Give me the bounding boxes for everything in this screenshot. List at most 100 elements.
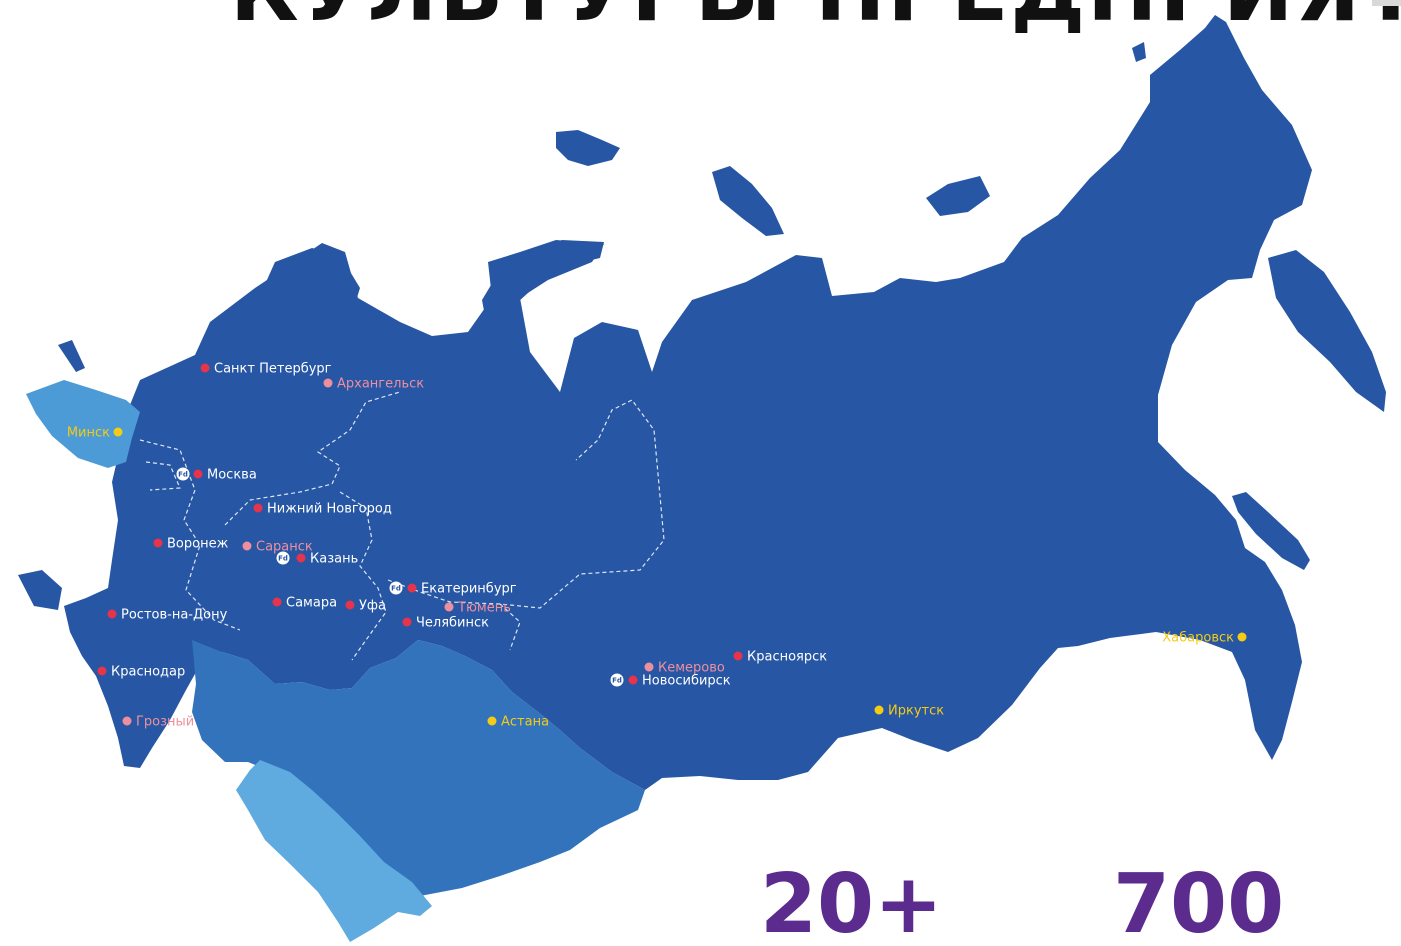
region-wrangel <box>1132 42 1146 62</box>
city-label: Минск <box>67 426 110 441</box>
city-marker: Новосибирск Fd <box>610 673 731 689</box>
city-dot <box>122 716 132 726</box>
fd-badge-label: Fd <box>612 677 622 685</box>
city-marker: Минск <box>67 426 123 441</box>
city-marker: Красноярск <box>733 650 827 665</box>
fd-badge-icon <box>276 551 290 565</box>
fd-badge-icon <box>176 467 190 481</box>
region-new-siberian <box>926 176 990 216</box>
city-label: Красноярск <box>747 650 827 665</box>
city-label: Челябинск <box>416 616 489 631</box>
city-marker: Екатеринбург Fd <box>389 581 517 597</box>
city-marker: Челябинск <box>402 616 489 631</box>
region-franz-josef <box>556 130 620 166</box>
city-dot <box>628 675 638 685</box>
border-line <box>387 399 665 609</box>
city-dot <box>253 503 263 513</box>
city-dot <box>200 363 210 373</box>
city-marker: Казань Fd <box>276 551 358 567</box>
region-crimea <box>18 570 62 610</box>
city-label: Новосибирск <box>642 674 731 689</box>
city-dot <box>733 651 743 661</box>
city-dot <box>1237 632 1247 642</box>
stat-value-2: 700 <box>1113 857 1285 946</box>
region-kazakhstan <box>192 640 645 896</box>
region-kola <box>258 248 360 330</box>
city-marker: Москва Fd <box>176 467 257 483</box>
border-line <box>339 491 387 661</box>
city-dot <box>487 716 497 726</box>
region-belarus <box>26 380 140 468</box>
city-label: Астана <box>501 715 549 730</box>
city-label: Саранск <box>256 540 313 555</box>
city-dot <box>407 583 417 593</box>
city-label: Архангельск <box>337 377 424 392</box>
fd-badge-label: Fd <box>278 555 288 563</box>
city-marker: Астана <box>487 715 549 730</box>
city-dot <box>272 597 282 607</box>
city-label: Самара <box>286 596 337 611</box>
fd-badge-label: Fd <box>391 585 401 593</box>
region-sakhalin <box>1232 492 1310 570</box>
city-marker: Нижний Новгород <box>253 502 392 517</box>
city-dot <box>644 662 654 672</box>
city-dot <box>107 609 117 619</box>
region-uzbekistan <box>236 760 432 942</box>
city-dot <box>345 600 355 610</box>
stat-value-1: 20+ <box>760 857 943 946</box>
city-label: Кемерово <box>658 661 725 676</box>
city-marker: Грозный <box>122 715 194 730</box>
city-dot <box>113 427 123 437</box>
city-dot <box>296 553 306 563</box>
border-line <box>139 439 241 631</box>
border-line <box>224 391 401 526</box>
corner-decoration <box>1372 0 1401 6</box>
city-label: Ростов-на-Дону <box>121 608 228 623</box>
border-line <box>499 603 521 651</box>
city-layer: Санкт ПетербургАрхангельскМинскМоскваFdН… <box>67 362 1247 730</box>
city-label: Тюмень <box>457 601 511 616</box>
city-marker: Краснодар <box>97 665 185 680</box>
city-dot <box>193 469 203 479</box>
fd-badge-icon <box>610 673 624 687</box>
border-line <box>145 461 181 491</box>
city-dot <box>153 538 163 548</box>
city-dot <box>97 666 107 676</box>
city-label: Санкт Петербург <box>214 362 332 377</box>
city-dot <box>323 378 333 388</box>
city-marker: Самара <box>272 596 337 611</box>
city-label: Грозный <box>136 715 194 730</box>
fd-badge-label: Fd <box>178 471 188 479</box>
city-marker: Саранск <box>242 540 313 555</box>
city-label: Иркутск <box>888 704 944 719</box>
city-label: Уфа <box>359 599 386 614</box>
city-label: Краснодар <box>111 665 185 680</box>
fd-badge-icon <box>389 581 403 595</box>
city-label: Москва <box>207 468 257 483</box>
city-dot <box>444 602 454 612</box>
city-marker: Иркутск <box>874 704 944 719</box>
city-dot <box>402 617 412 627</box>
city-marker: Воронеж <box>153 537 229 552</box>
city-marker: Кемерово <box>644 661 725 676</box>
city-marker: Уфа <box>345 599 386 614</box>
city-dot <box>874 705 884 715</box>
region-kaliningrad <box>58 340 85 372</box>
region-novaya-zemlya <box>482 240 604 332</box>
city-marker: Архангельск <box>323 377 424 392</box>
city-marker: Хабаровск <box>1162 631 1247 646</box>
city-label: Казань <box>310 552 358 567</box>
region-severnaya-zemlya <box>712 166 784 236</box>
city-dot <box>242 541 252 551</box>
region-kamchatka <box>1268 250 1386 412</box>
city-label: Екатеринбург <box>421 582 517 597</box>
city-label: Нижний Новгород <box>267 502 392 517</box>
city-label: Воронеж <box>167 537 229 552</box>
city-marker: Тюмень <box>444 601 511 616</box>
city-label: Хабаровск <box>1162 631 1234 646</box>
city-marker: Ростов-на-Дону <box>107 608 228 623</box>
region-russia <box>64 15 1312 790</box>
city-marker: Санкт Петербург <box>200 362 332 377</box>
